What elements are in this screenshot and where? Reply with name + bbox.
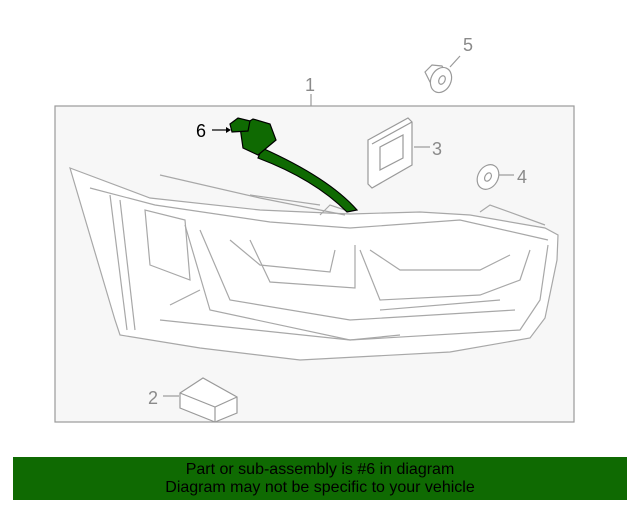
wiring-harness-icon xyxy=(229,117,359,213)
banner-line-2: Diagram may not be specific to your vehi… xyxy=(165,479,475,496)
nut-icon xyxy=(424,64,453,94)
callout-1: 1 xyxy=(305,75,315,95)
tail-lamp-icon xyxy=(69,167,559,361)
washer-icon xyxy=(476,164,500,190)
module-icon xyxy=(179,377,238,423)
callout-3: 3 xyxy=(432,139,442,159)
part-notice-banner: Part or sub-assembly is #6 in diagram Di… xyxy=(13,457,627,500)
square-pad-icon xyxy=(367,117,413,189)
callout-4: 4 xyxy=(517,167,527,187)
callout-6: 6 xyxy=(196,121,206,141)
parts-diagram: 1 5 3 4 xyxy=(54,35,575,423)
callout-2: 2 xyxy=(148,388,158,408)
callout-5: 5 xyxy=(463,35,473,55)
banner-line-1: Part or sub-assembly is #6 in diagram xyxy=(185,461,455,478)
